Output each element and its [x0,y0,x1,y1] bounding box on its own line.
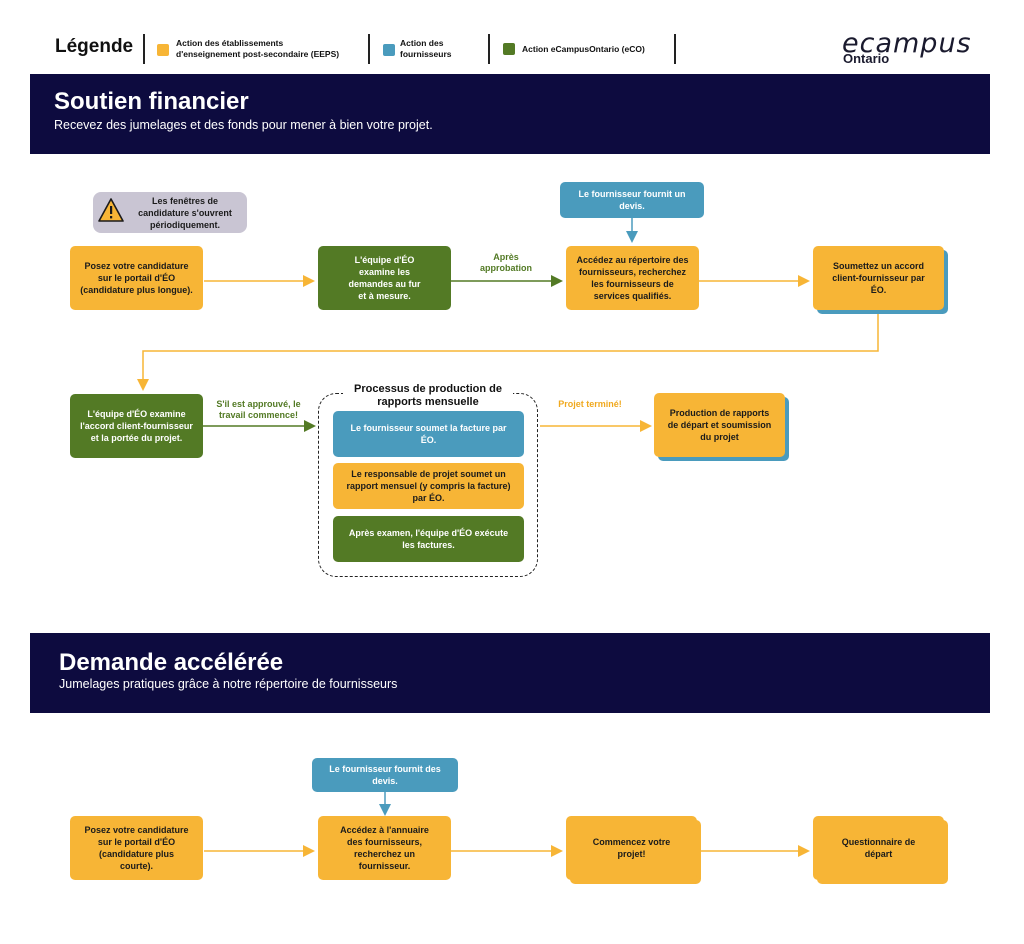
vendor-quote: Le fournisseur fournit un devis. [560,182,704,218]
step-start-project: Commencez votre projet! [566,816,697,880]
section-banner-accelerated: Demande accélérée Jumelages pratiques gr… [30,633,990,713]
step-submit-agreement: Soumettez un accord client-fournisseur p… [813,246,944,310]
process-vendor-invoice: Le fournisseur soumet la facture par ÉO. [333,411,524,457]
step-eco-review: L'équipe d'ÉO examine les demandes au fu… [318,246,451,310]
step-final-report: Production de rapports de départ et soum… [654,393,785,457]
legend-swatch-eco [503,43,515,55]
step-vendor-directory-search: Accédez à l'annuaire des fournisseurs, r… [318,816,451,880]
section-title: Demande accélérée [59,649,284,676]
label-after-approval: Après approbation [480,252,532,273]
process-monthly-report: Le responsable de projet soumet un rappo… [333,463,524,509]
label-approved-work-starts: S'il est approuvé, le travail commence! [216,399,301,420]
section-banner-financial: Soutien financier Recevez des jumelages … [30,74,990,154]
ecampus-logo: ecampus [842,28,972,59]
legend-title: Légende [55,36,134,57]
section-subtitle: Recevez des jumelages et des fonds pour … [54,118,433,132]
legend-divider [488,34,490,64]
legend-divider [368,34,370,64]
section-title: Soutien financier [54,88,249,115]
monthly-reporting-title: Processus de production de rapports mens… [343,383,513,409]
step-exit-questionnaire: Questionnaire de départ [813,816,944,880]
label-project-done: Projet terminé! [558,399,622,409]
vendor-quotes: Le fournisseur fournit des devis. [312,758,458,792]
legend-swatch-vendor [383,44,395,56]
legend-label-eco: Action eCampusOntario (eCO) [522,44,645,54]
section-subtitle: Jumelages pratiques grâce à notre répert… [59,677,398,691]
step-eco-review-agreement: L'équipe d'ÉO examine l'accord client-fo… [70,394,203,458]
legend-divider [143,34,145,64]
step-apply-long: Posez votre candidature sur le portail d… [70,246,203,310]
step-vendor-directory: Accédez au répertoire des fournisseurs, … [566,246,699,310]
legend-divider [674,34,676,64]
process-execute-invoices: Après examen, l'équipe d'ÉO exécute les … [333,516,524,562]
legend-swatch-eeps [157,44,169,56]
warning-icon [98,198,124,222]
ecampus-logo-sub: Ontario [843,51,890,66]
step-apply-short: Posez votre candidature sur le portail d… [70,816,203,880]
